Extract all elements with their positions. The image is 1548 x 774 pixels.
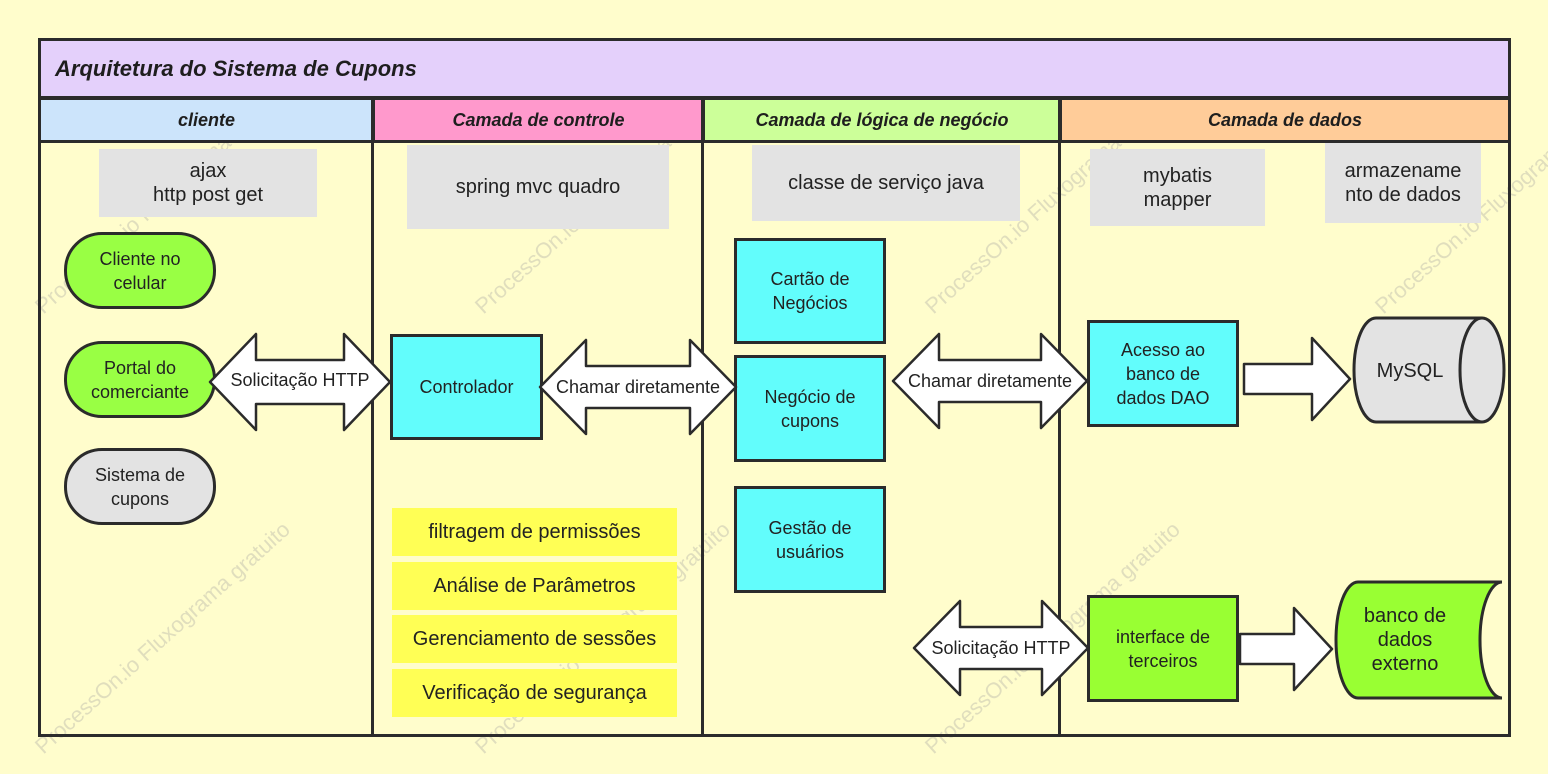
filter-permissions: filtragem de permissões [392, 508, 677, 556]
lane-header-cliente: cliente [38, 97, 375, 143]
client-mobile: Cliente no celular [64, 232, 216, 309]
diagram-title: Arquitetura do Sistema de Cupons [38, 38, 1511, 99]
note-control-framework: spring mvc quadro [407, 145, 669, 229]
note-logic-service: classe de serviço java [752, 145, 1020, 221]
double-arrow-icon [538, 338, 738, 436]
lane-divider [371, 97, 374, 737]
double-arrow-icon [891, 332, 1089, 430]
filter-security: Verificação de segurança [392, 669, 677, 717]
double-arrow-icon [912, 599, 1090, 697]
lane-header-controle: Camada de controle [372, 97, 705, 143]
note-mybatis-mapper: mybatis mapper [1090, 149, 1265, 226]
client-merchant-portal: Portal do comerciante [64, 341, 216, 418]
dao-box: Acesso ao banco de dados DAO [1087, 320, 1239, 427]
note-client-protocol: ajax http post get [99, 149, 317, 217]
service-coupon-business: Negócio de cupons [734, 355, 886, 462]
lane-header-logica: Camada de lógica de negócio [702, 97, 1062, 143]
arrow-label-http-request: Solicitação HTTP [230, 369, 370, 390]
lane-divider [1058, 97, 1061, 737]
client-coupon-system: Sistema de cupons [64, 448, 216, 525]
lane-header-dados: Camada de dados [1059, 97, 1511, 143]
external-database-icon [1334, 580, 1503, 700]
arrow-right-icon [1242, 336, 1352, 422]
double-arrow-icon [208, 332, 392, 432]
filter-sessions: Gerenciamento de sessões [392, 615, 677, 663]
note-data-storage: armazename nto de dados [1325, 143, 1481, 223]
controller-box: Controlador [390, 334, 543, 440]
third-party-interface: interface de terceiros [1087, 595, 1239, 702]
external-db-label: banco de dados externo [1363, 605, 1447, 675]
mysql-database-icon [1352, 316, 1506, 424]
arrow-label-direct-call: Chamar diretamente [555, 376, 721, 397]
arrow-label-direct-call: Chamar diretamente [907, 370, 1073, 391]
filter-parameters: Análise de Parâmetros [392, 562, 677, 610]
mysql-label: MySQL [1376, 360, 1444, 382]
arrow-right-icon [1238, 606, 1334, 692]
service-business-card: Cartão de Negócios [734, 238, 886, 344]
arrow-label-http-request: Solicitação HTTP [931, 637, 1071, 658]
service-user-management: Gestão de usuários [734, 486, 886, 593]
